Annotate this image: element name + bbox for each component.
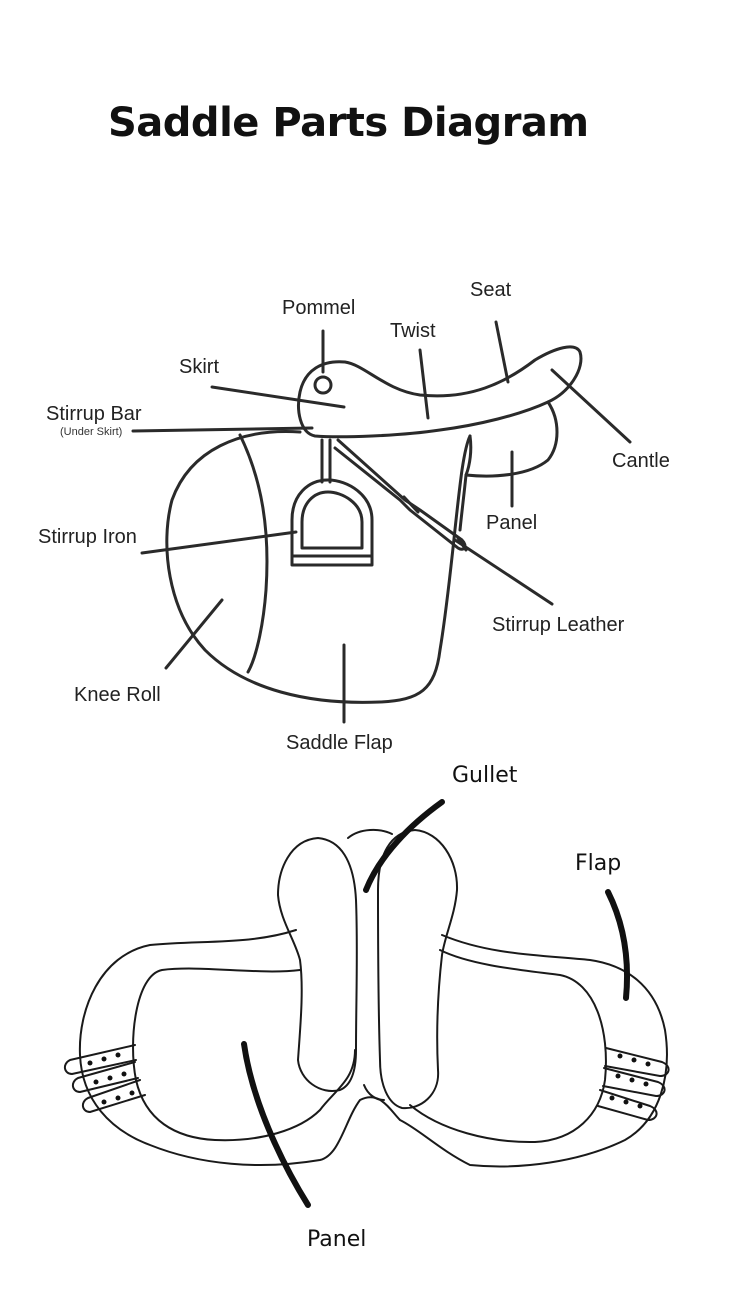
panel-inner-line xyxy=(458,434,473,532)
side-view-saddle xyxy=(165,345,583,704)
stirrup-leather xyxy=(333,438,467,551)
pointer-twist xyxy=(418,348,430,420)
label-seat: Seat xyxy=(470,279,512,301)
side-view-labels: Pommel Seat Twist Skirt Stirrup Bar (Und… xyxy=(38,279,670,754)
label-stirrup-iron: Stirrup Iron xyxy=(38,526,137,548)
left-billets xyxy=(64,1044,146,1113)
underside-view-saddle xyxy=(64,828,670,1168)
page-title: Saddle Parts Diagram xyxy=(108,100,589,146)
pointer-skirt xyxy=(210,385,346,409)
label-stirrup-leather: Stirrup Leather xyxy=(492,614,625,636)
label-panel: Panel xyxy=(486,512,537,534)
pommel-icon xyxy=(313,375,333,395)
label-stirrup-bar: Stirrup Bar xyxy=(46,403,142,425)
underside-labels: Gullet Flap Panel xyxy=(307,763,621,1252)
pointer-underside-panel xyxy=(241,1041,311,1208)
pointer-stirrup-bar xyxy=(131,426,314,433)
label-skirt: Skirt xyxy=(179,356,219,378)
label-gullet: Gullet xyxy=(452,763,518,788)
underside-flap-outline xyxy=(78,929,668,1168)
pointer-flap xyxy=(605,889,631,1001)
label-underside-panel: Panel xyxy=(307,1227,366,1252)
pointer-seat xyxy=(494,320,510,384)
billet-holes xyxy=(87,1052,651,1109)
saddle-flap-outline xyxy=(165,430,472,704)
underside-left-panel xyxy=(132,967,356,1142)
pointer-knee-roll xyxy=(164,598,224,670)
label-stirrup-bar-note: (Under Skirt) xyxy=(60,426,122,438)
underside-right-panel xyxy=(409,949,607,1144)
underside-left-lobe xyxy=(277,837,358,1092)
underside-gullet-channel xyxy=(347,828,393,839)
cantle-panel-outline xyxy=(464,400,559,478)
label-knee-roll: Knee Roll xyxy=(74,684,161,706)
side-view-pointers xyxy=(131,320,632,724)
label-twist: Twist xyxy=(390,320,436,342)
underside-pointers xyxy=(241,799,631,1208)
pointer-gullet xyxy=(363,799,445,893)
label-flap: Flap xyxy=(575,851,621,876)
knee-roll-line xyxy=(238,433,269,674)
stirrup-iron-shape xyxy=(290,478,374,567)
pointer-stirrup-iron xyxy=(140,530,298,555)
underside-right-lobe xyxy=(377,829,459,1110)
right-billets xyxy=(597,1047,670,1121)
label-saddle-flap: Saddle Flap xyxy=(286,732,393,754)
pointer-stirrup-leather xyxy=(453,538,554,606)
label-pommel: Pommel xyxy=(282,297,355,319)
label-cantle: Cantle xyxy=(612,450,670,472)
seat-outline xyxy=(297,345,583,439)
pointer-cantle xyxy=(550,368,632,444)
